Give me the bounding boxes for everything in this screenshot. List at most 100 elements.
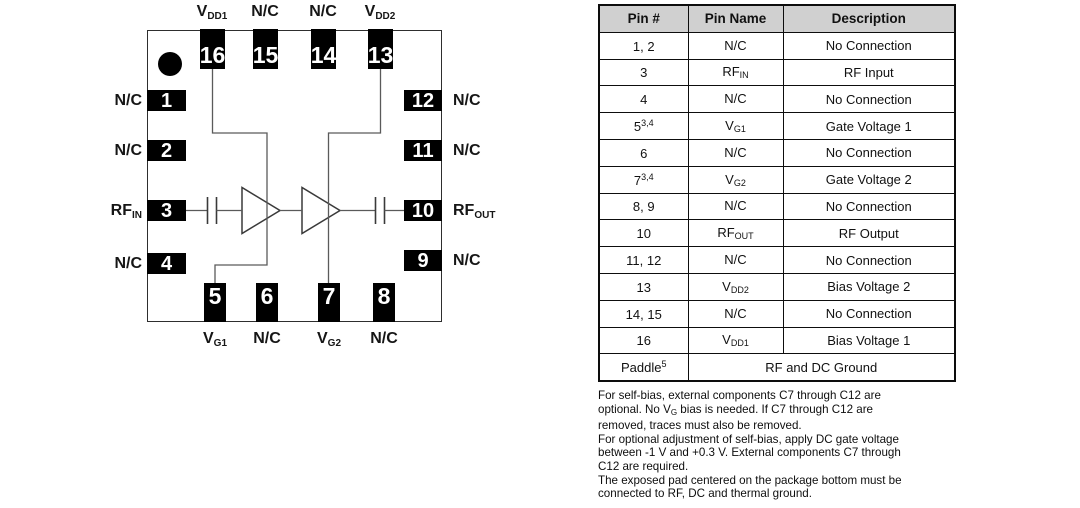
pin-name-cell: N/C <box>687 31 784 60</box>
pin-name-cell: RFIN <box>687 58 784 87</box>
pin-name-cell: RFOUT <box>687 219 784 248</box>
footnotes: For self-bias, external components C7 th… <box>598 389 958 501</box>
pin-10-label: RFOUT <box>453 202 496 221</box>
col-header-pin-number: Pin # <box>598 4 689 33</box>
pin-12-number: 12 <box>411 89 435 112</box>
pin-5: 5 <box>204 283 226 322</box>
pin-desc-cell: No Connection <box>782 192 956 221</box>
pin-name-cell: N/C <box>687 85 784 114</box>
pin-5-label: VG1 <box>202 330 228 349</box>
pin-number-cell: 73,4 <box>598 165 689 194</box>
pin-4-label: N/C <box>114 255 142 272</box>
pin-6: 6 <box>256 283 278 322</box>
pin-desc-cell: RF Input <box>782 58 956 87</box>
pin-number-cell: 14, 15 <box>598 299 689 328</box>
pin-6-label: N/C <box>253 330 281 347</box>
pin-number-cell: 10 <box>598 219 689 248</box>
pin-name-cell: VDD1 <box>687 326 784 355</box>
pin-9-number: 9 <box>417 249 429 272</box>
pin-10: 10 <box>404 200 442 221</box>
pin-number-cell: 8, 9 <box>598 192 689 221</box>
footnote-line: removed, traces must also be removed. <box>598 419 802 433</box>
package-outline <box>147 30 442 322</box>
pin1-indicator-dot <box>158 52 182 76</box>
vdd2-bias-trace <box>327 69 382 283</box>
pin-number-superscript: 3,4 <box>641 118 654 129</box>
pin-1: 1 <box>147 90 186 111</box>
pin-2: 2 <box>147 140 186 161</box>
pin-14-label: N/C <box>309 3 337 20</box>
pin-11: 11 <box>404 140 442 161</box>
footnote-line: between -1 V and +0.3 V. External compon… <box>598 446 901 460</box>
pin-1-number: 1 <box>160 89 173 112</box>
pin-number-cell: 13 <box>598 272 689 301</box>
pin-number-cell: 1, 2 <box>598 31 689 60</box>
pin-6-number: 6 <box>260 283 274 309</box>
table-header-row: Pin # Pin Name Description <box>598 4 956 33</box>
pin-5-number: 5 <box>208 283 222 309</box>
pin-11-label: N/C <box>453 142 481 159</box>
pin-9-label: N/C <box>453 252 481 269</box>
pin-name-cell: N/C <box>687 138 784 167</box>
pin-13-label: VDD2 <box>364 3 396 22</box>
pin-4-number: 4 <box>160 252 173 275</box>
pin-1-label: N/C <box>114 92 142 109</box>
pin-12: 12 <box>404 90 442 111</box>
pin-4: 4 <box>147 253 186 274</box>
pin-number-cell: 16 <box>598 326 689 355</box>
amplifier-1-icon <box>241 186 282 235</box>
pin-7-label: VG2 <box>316 330 342 349</box>
pin-15-number: 15 <box>252 42 279 68</box>
pin-9: 9 <box>404 250 442 271</box>
pin-3-label: RFIN <box>110 202 142 221</box>
pin-14-number: 14 <box>310 42 337 68</box>
footnote-line: For self-bias, external components C7 th… <box>598 389 881 402</box>
pin-name-subscript: DD1 <box>730 338 749 349</box>
pin-number-cell: Paddle5 <box>598 353 689 382</box>
pin-desc-cell: No Connection <box>782 85 956 114</box>
pin-name-subscript: G1 <box>733 124 746 135</box>
pin-name-cell: VG1 <box>687 112 784 140</box>
pin-name-subscript: OUT <box>734 231 754 242</box>
pin-16: 16 <box>200 29 225 69</box>
pin-number-superscript: 5 <box>661 359 667 370</box>
col-header-pin-name: Pin Name <box>687 4 784 33</box>
pin-10-number: 10 <box>411 199 435 222</box>
footnote-line: The exposed pad centered on the package … <box>598 473 902 487</box>
pin-name-cell: N/C <box>687 246 784 274</box>
footnote-line: For optional adjustment of self-bias, ap… <box>598 432 899 446</box>
pin-name-subscript: IN <box>739 70 749 81</box>
pin-13-number: 13 <box>367 42 394 68</box>
pin-12-label: N/C <box>453 92 481 109</box>
dc-block-capacitor-input-icon <box>206 197 218 224</box>
pin-number-cell: 4 <box>598 85 689 114</box>
pin-desc-cell: No Connection <box>782 31 956 60</box>
footnote-line: C12 are required. <box>598 459 689 473</box>
pin-7-number: 7 <box>322 283 336 309</box>
pin-number-cell: 3 <box>598 58 689 87</box>
col-header-description: Description <box>782 4 956 33</box>
pin-number-cell: 11, 12 <box>598 246 689 274</box>
pin-8-number: 8 <box>377 283 391 309</box>
dc-block-capacitor-output-icon <box>374 197 386 224</box>
pin-2-label: N/C <box>114 142 142 159</box>
pin-name-subscript: DD2 <box>730 284 749 295</box>
amplifier-2-icon <box>301 186 342 235</box>
vg-subscript: G <box>670 407 678 417</box>
pin-name-cell: VG2 <box>687 165 784 194</box>
footnote-line: optional. No VG bias is needed. If C7 th… <box>598 402 874 417</box>
pin-13: 13 <box>368 29 393 69</box>
pin-desc-cell: Bias Voltage 2 <box>782 272 956 301</box>
pin-11-number: 11 <box>412 139 434 162</box>
